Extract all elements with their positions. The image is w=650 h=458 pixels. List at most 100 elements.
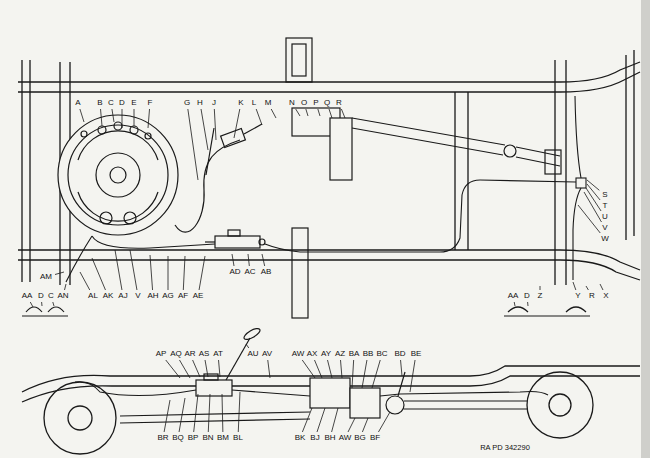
callout-letter: BJ xyxy=(309,434,320,442)
wheel-brake-assembly xyxy=(114,122,122,130)
callout-letter: V xyxy=(134,292,141,300)
leader-line xyxy=(600,284,603,290)
leader-line xyxy=(587,180,599,190)
leader-line xyxy=(112,109,114,122)
callout-letter: AU xyxy=(246,350,259,358)
leader-line xyxy=(410,360,415,392)
leader-line xyxy=(341,360,343,378)
leader-line xyxy=(540,286,541,290)
brake-line xyxy=(66,236,92,282)
brake-line xyxy=(66,96,586,282)
callout-letter: P xyxy=(312,99,319,107)
callout-letter: BQ xyxy=(171,434,185,442)
leader-line xyxy=(30,302,33,307)
side-view-parts xyxy=(404,401,527,409)
transmission-and-shaft xyxy=(286,38,312,82)
side-view-parts xyxy=(310,378,350,408)
master-cylinder xyxy=(259,239,265,245)
wheel-brake-assembly xyxy=(78,131,158,160)
callout-letter: BM xyxy=(216,434,230,442)
callout-letter: BG xyxy=(353,434,367,442)
callout-letter: V xyxy=(601,224,608,232)
leader-line xyxy=(401,360,402,376)
leader-line xyxy=(41,302,42,306)
brake-line xyxy=(576,178,586,188)
brake-line xyxy=(575,96,581,178)
callout-letter: C xyxy=(107,99,115,107)
leader-line xyxy=(115,250,122,290)
leader-line xyxy=(219,360,220,377)
callout-letter: AR xyxy=(183,350,196,358)
leader-line xyxy=(268,360,270,378)
frame-top-view xyxy=(18,260,640,280)
callout-letter: T xyxy=(602,202,609,210)
leader-line xyxy=(317,408,325,432)
callout-letter: Y xyxy=(574,292,581,300)
side-brake-line xyxy=(75,382,548,396)
callout-letter: AM xyxy=(39,273,53,281)
callout-letter: H xyxy=(196,99,204,107)
transmission-and-shaft xyxy=(292,228,308,318)
callout-letter: J xyxy=(211,99,217,107)
wheel-brake-assembly xyxy=(68,125,168,225)
leader-line xyxy=(134,109,135,126)
leader-line xyxy=(222,394,224,432)
spring-shackle xyxy=(504,315,590,316)
frame-top-view xyxy=(22,60,30,282)
callout-letter: C xyxy=(47,292,55,300)
callout-letter: M xyxy=(264,99,273,107)
callout-letter: AA xyxy=(507,292,520,300)
spring-shackle xyxy=(26,307,64,312)
transmission-and-shaft xyxy=(352,118,505,155)
callout-letter: AQ xyxy=(169,350,183,358)
leader-line xyxy=(238,392,240,432)
hand-brake-cable xyxy=(175,140,240,232)
leader-line xyxy=(168,256,169,290)
callout-letter: B xyxy=(96,99,103,107)
leader-line xyxy=(232,254,234,266)
hand-brake-cable xyxy=(244,124,262,134)
callout-letter: AH xyxy=(146,292,159,300)
side-view-parts xyxy=(204,374,218,380)
leader-line xyxy=(183,256,185,290)
callout-letter: AY xyxy=(320,350,332,358)
callout-letter: AG xyxy=(161,292,175,300)
side-view-parts xyxy=(242,326,261,341)
wheel-brake-assembly xyxy=(58,115,178,235)
transmission-and-shaft xyxy=(504,145,516,157)
callout-letter: N xyxy=(288,99,296,107)
callout-letter: AX xyxy=(306,350,319,358)
leader-line xyxy=(578,205,600,233)
callout-letter: AD xyxy=(228,268,241,276)
transmission-and-shaft xyxy=(292,44,306,76)
leader-lines xyxy=(30,109,603,432)
hand-brake-cable xyxy=(175,124,262,232)
wheel-brake-assembly xyxy=(81,131,87,137)
leader-line xyxy=(584,192,602,222)
side-view-parts xyxy=(120,326,527,423)
wheel-brake-assembly xyxy=(96,153,140,197)
side-view-parts xyxy=(350,388,380,418)
callout-letter: AE xyxy=(192,292,205,300)
leader-line xyxy=(378,412,390,432)
figure-number: RA PD 342290 xyxy=(479,444,531,452)
leader-line xyxy=(148,109,150,128)
master-cylinder xyxy=(228,230,240,236)
brake-line xyxy=(92,236,215,248)
callout-letter: S xyxy=(601,191,608,199)
leader-line xyxy=(527,302,528,306)
frame-top-view xyxy=(18,62,640,82)
leader-line xyxy=(55,272,64,275)
callout-letter: BA xyxy=(348,350,361,358)
callout-letter: AL xyxy=(87,292,99,300)
leader-line xyxy=(234,109,240,138)
wheel-brake-assembly xyxy=(110,167,126,183)
callout-letter: Q xyxy=(323,99,331,107)
leader-line xyxy=(80,109,84,122)
callout-letter: Z xyxy=(537,292,544,300)
master-cylinder xyxy=(205,241,215,242)
leader-line xyxy=(362,360,367,388)
leader-line xyxy=(262,254,265,266)
page-edge xyxy=(641,0,650,458)
wheel-brake-assembly xyxy=(145,133,151,139)
